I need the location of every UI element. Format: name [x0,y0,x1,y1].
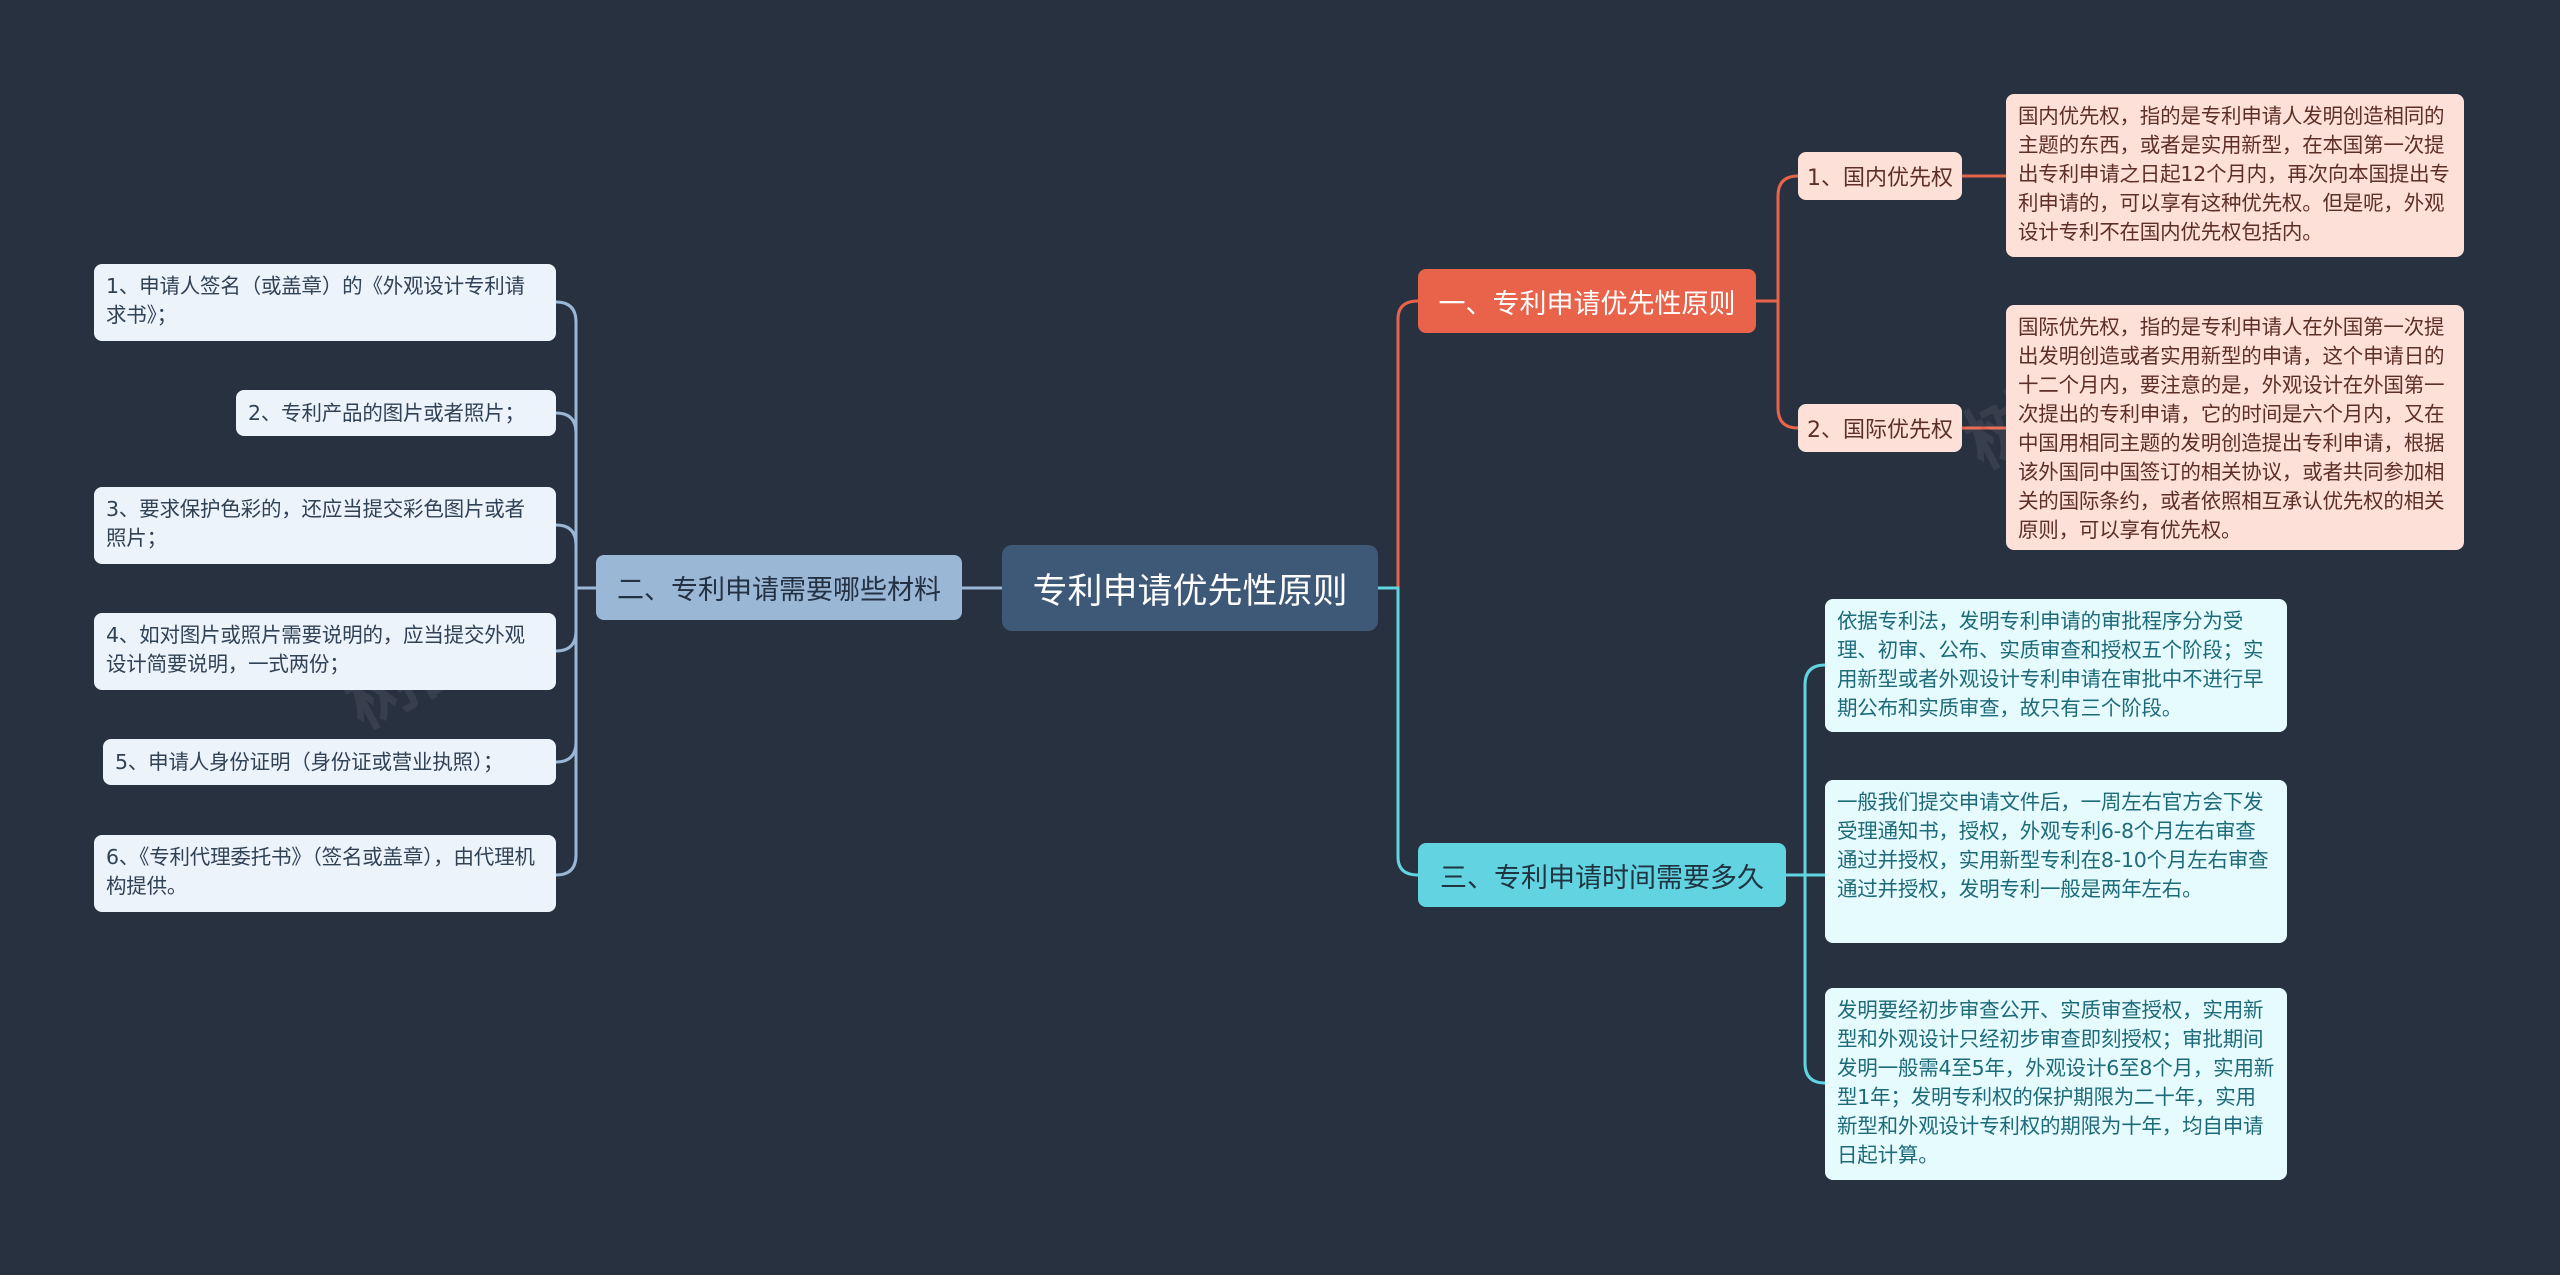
link-branch2-leaf1 [555,300,596,590]
link-root-branch3 [1378,586,1419,877]
link-branch2-leaf3 [555,523,596,590]
link-branch2-leaf6 [555,586,596,877]
sub-international-priority[interactable]: 2、国际优先权 [1798,404,1962,452]
link-root-branch1 [1378,299,1419,590]
materials-item: 1、申请人签名（或盖章）的《外观设计专利请求书》； [94,264,556,341]
time-card: 一般我们提交申请文件后，一周左右官方会下发受理通知书，授权，外观专利6-8个月左… [1825,780,2287,943]
time-card: 发明要经初步审查公开、实质审查授权，实用新型和外观设计只经初步审查即刻授权；审批… [1825,988,2287,1180]
materials-item: 3、要求保护色彩的，还应当提交彩色图片或者照片； [94,487,556,564]
link-branch1-sub2 [1756,299,1799,430]
materials-item: 4、如对图片或照片需要说明的，应当提交外观设计简要说明，一式两份； [94,613,556,690]
link-branch3-card1 [1786,663,1826,877]
materials-item: 5、申请人身份证明（身份证或营业执照）； [103,739,556,785]
materials-item: 6、《专利代理委托书》（签名或盖章），由代理机构提供。 [94,835,556,912]
time-card: 依据专利法，发明专利申请的审批程序分为受理、初审、公布、实质审查和授权五个阶段；… [1825,599,2287,732]
branch-application-time[interactable]: 三、专利申请时间需要多久 [1418,843,1786,907]
link-branch3-card3 [1786,873,1826,1085]
sub-domestic-priority[interactable]: 1、国内优先权 [1798,152,1962,200]
card-domestic-priority-detail: 国内优先权，指的是专利申请人发明创造相同的主题的东西，或者是实用新型，在本国第一… [2006,94,2464,257]
root-node[interactable]: 专利申请优先性原则 [1002,545,1378,631]
link-branch2-leaf2 [555,411,596,590]
branch-required-materials[interactable]: 二、专利申请需要哪些材料 [596,555,962,620]
materials-item: 2、专利产品的图片或者照片； [236,390,556,436]
branch-priority-principle[interactable]: 一、专利申请优先性原则 [1418,269,1756,333]
link-branch1-sub1 [1756,174,1799,303]
card-international-priority-detail: 国际优先权，指的是专利申请人在外国第一次提出发明创造或者实用新型的申请，这个申请… [2006,305,2464,550]
